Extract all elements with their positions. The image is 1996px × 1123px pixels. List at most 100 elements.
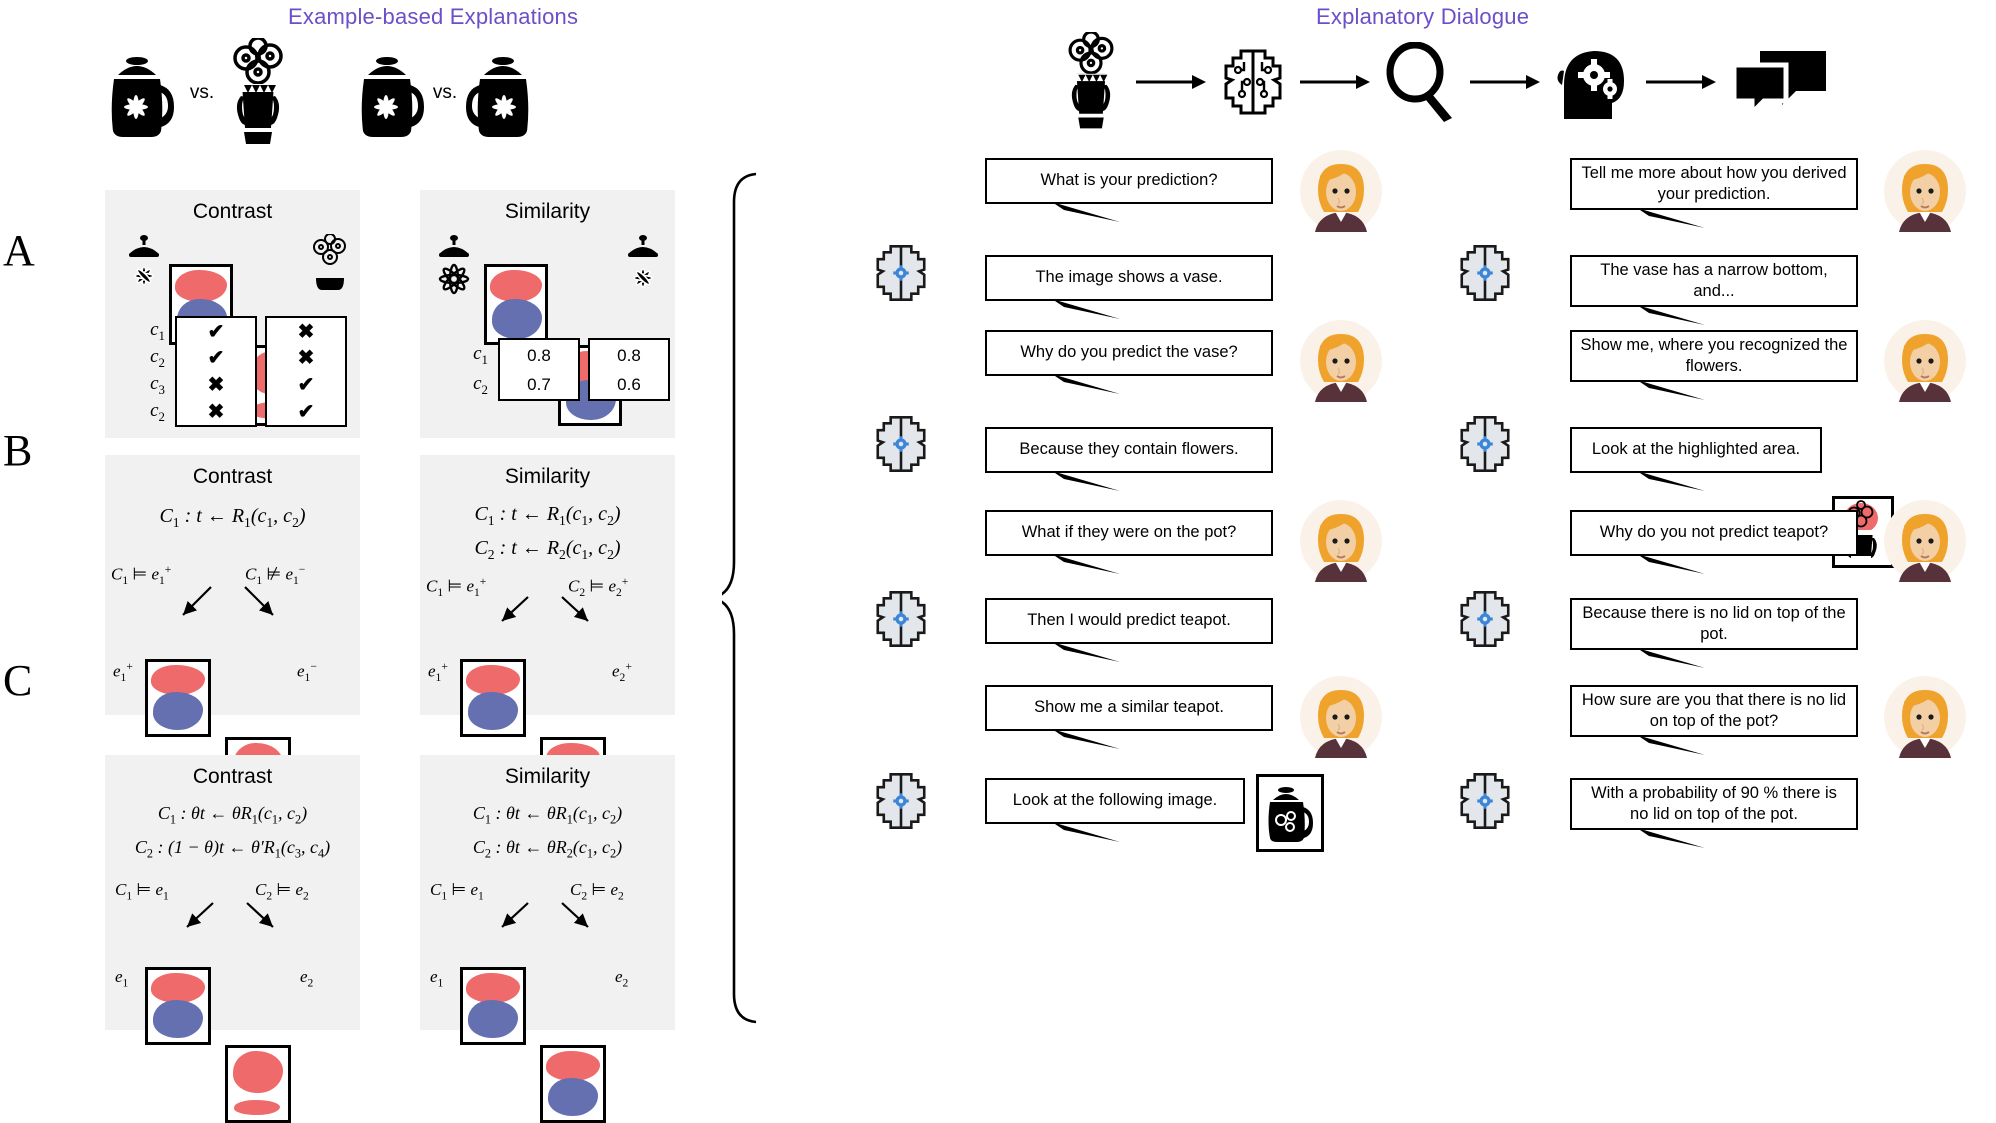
cell-r2-c1: ✔ <box>175 344 257 373</box>
cell-r1-c1: ✔ <box>175 316 257 347</box>
ai-brain-icon-r4 <box>1460 416 1510 472</box>
panel-c-contrast-title: Contrast <box>192 765 273 788</box>
chat-bubbles-icon <box>1731 51 1826 117</box>
pipeline-row <box>1060 32 1830 132</box>
row-label-c1: c1 <box>150 319 165 343</box>
panel-a-similarity-box: Similarity c1 0.8 <box>420 190 675 438</box>
bubble-tail-l4 <box>1052 471 1120 491</box>
panel-letter-b: B <box>3 426 33 475</box>
panel-c-similarity-entail-right: C2 ⊨ e2 <box>570 880 624 903</box>
grouping-brace <box>722 172 757 1024</box>
left-section-title: Example-based Explanations <box>288 4 579 29</box>
pot-flower-small-icons-2 <box>430 232 478 300</box>
pipeline-arrow-1 <box>1136 75 1206 89</box>
panel-a-contrast-table: c1 ✔ ✖ c2 ✔ ✖ c3 ✖ ✔ c2 ✖ ✔ <box>123 316 347 427</box>
contrast-example-pair: vs. <box>100 37 290 145</box>
panel-b-similarity-entail-left: C1 ⊨ e1+ <box>426 575 487 600</box>
panel-b-contrast-leaf-left: e1+ <box>113 660 133 685</box>
panel-letter-a: A <box>3 226 35 275</box>
bubble-tail-r1 <box>1637 208 1705 228</box>
panel-c-similarity-title: Similarity <box>504 765 591 788</box>
panel-c-contrast-entail-right: C2 ⊨ e2 <box>255 880 309 903</box>
panel-b-contrast-entail-left: C1 ⊨ e1+ <box>111 563 172 588</box>
pot-flower-small-icons <box>123 232 165 294</box>
dialogue-bubble-l8[interactable]: Look at the following image. <box>985 778 1245 824</box>
panel-c-similarity-leaf-right: e2 <box>615 967 629 990</box>
teapot-flower-icon-3 <box>466 57 529 137</box>
avatar-l3 <box>1300 320 1382 402</box>
avatar-l1 <box>1300 150 1382 232</box>
vase-small-icons <box>309 234 351 298</box>
teapot-flower-icon <box>111 57 174 137</box>
bubble-tail-l5 <box>1052 554 1120 574</box>
head-gears-icon <box>1557 51 1624 119</box>
panel-b-contrast-arrows <box>182 586 274 616</box>
cell-r4-c1: ✖ <box>175 398 257 427</box>
panel-b-contrast-box: Contrast C1 : t ← R1(c1, c2) C1 ⊨ e1+ C1… <box>105 455 360 815</box>
teapot-flower-icon-2 <box>361 57 424 137</box>
panel-b-contrast-formula-1: C1 : t ← R1(c1, c2) <box>159 505 306 530</box>
pipeline-arrow-4 <box>1646 75 1716 89</box>
panel-b-similarity-formula-2: C2 : t ← R2(c1, c2) <box>474 537 621 562</box>
panel-a-contrast-title: Contrast <box>192 200 273 223</box>
avatar-r7 <box>1884 676 1966 758</box>
bubble-tail-r2 <box>1637 305 1705 325</box>
ai-brain-icon-l8 <box>876 773 926 829</box>
bubble-tail-r6 <box>1637 648 1705 668</box>
similarity-example-pair: vs. <box>350 40 540 145</box>
dialogue-bubble-r3[interactable]: Show me, where you recognized the flower… <box>1570 330 1858 382</box>
sim-cell-r2-c1: 0.7 <box>498 369 580 401</box>
panel-b-similarity-leaf-right: e2+ <box>612 660 632 685</box>
pot-flower-small-icons-3 <box>620 232 666 300</box>
panel-c-similarity-tile-right <box>540 1045 606 1123</box>
sim-row-label-c2: c2 <box>473 372 488 397</box>
cell-r1-c2: ✖ <box>265 316 347 347</box>
ai-brain-icon-r6 <box>1460 591 1510 647</box>
panel-b-similarity-entail-right: C2 ⊨ e2+ <box>568 575 629 600</box>
panel-b-contrast-title: Contrast <box>192 465 273 488</box>
dialogue-bubble-l6[interactable]: Then I would predict teapot. <box>985 598 1273 644</box>
dialogue-bubble-r8[interactable]: With a probability of 90 % there is no l… <box>1570 778 1858 830</box>
ai-brain-icon <box>1224 49 1282 115</box>
dialogue-bubble-r5[interactable]: Why do you not predict teapot? <box>1570 510 1858 556</box>
bubble-tail-l8 <box>1052 822 1120 842</box>
bubble-tail-r3 <box>1637 380 1705 400</box>
sim-row-label-c1: c1 <box>473 342 488 367</box>
teapot-thumbnail[interactable] <box>1256 774 1324 852</box>
dialogue-bubble-r4[interactable]: Look at the highlighted area. <box>1570 427 1822 473</box>
dialogue-bubble-r1[interactable]: Tell me more about how you derived your … <box>1570 158 1858 210</box>
dialogue-bubble-l1[interactable]: What is your prediction? <box>985 158 1273 204</box>
panel-c-contrast-tile-right <box>225 1045 291 1123</box>
panel-b-similarity-formula-1: C1 : t ← R1(c1, c2) <box>474 503 621 528</box>
patch-tile-s1 <box>484 264 548 345</box>
panel-a-similarity-table: c1 0.8 0.8 c2 0.7 0.6 <box>446 338 670 401</box>
vs-label-contrast: vs. <box>189 81 215 103</box>
dialogue-bubble-l3[interactable]: Why do you predict the vase? <box>985 330 1273 376</box>
dialogue-bubble-r2[interactable]: The vase has a narrow bottom, and... <box>1570 255 1858 307</box>
panel-c-similarity-formula-1: C1 : θt ← θR1(c1, c2) <box>472 803 623 827</box>
panel-b-contrast-tile-left <box>145 659 211 737</box>
dialogue-bubble-r7[interactable]: How sure are you that there is no lid on… <box>1570 685 1858 737</box>
avatar-l7 <box>1300 676 1382 758</box>
dialogue-bubble-l7[interactable]: Show me a similar teapot. <box>985 685 1273 731</box>
bubble-tail-r7 <box>1637 735 1705 755</box>
pipeline-arrow-3 <box>1470 75 1540 89</box>
panel-c-contrast-tile-left <box>145 967 211 1045</box>
panel-c-similarity-arrows <box>501 902 589 928</box>
dialogue-bubble-l2[interactable]: The image shows a vase. <box>985 255 1273 301</box>
panel-b-similarity-leaf-left: e1+ <box>428 660 448 685</box>
dialogue-bubble-l4[interactable]: Because they contain flowers. <box>985 427 1273 473</box>
cell-r4-c2: ✔ <box>265 398 347 427</box>
right-section-title: Explanatory Dialogue <box>1316 4 1530 29</box>
panel-b-similarity-title: Similarity <box>504 465 591 488</box>
panel-b-similarity-tile-left <box>460 659 526 737</box>
dialogue-bubble-r6[interactable]: Because there is no lid on top of the po… <box>1570 598 1858 650</box>
ai-brain-icon-r8 <box>1460 773 1510 829</box>
panel-c-similarity-tile-left <box>460 967 526 1045</box>
dialogue-bubble-l5[interactable]: What if they were on the pot? <box>985 510 1273 556</box>
panel-c-contrast-leaf-right: e2 <box>300 967 314 990</box>
vs-label-similarity: vs. <box>432 81 458 103</box>
magnifier-icon <box>1386 42 1452 122</box>
panel-c-contrast-leaf-left: e1 <box>115 967 129 990</box>
panel-c-contrast-entail-left: C1 ⊨ e1 <box>115 880 169 903</box>
